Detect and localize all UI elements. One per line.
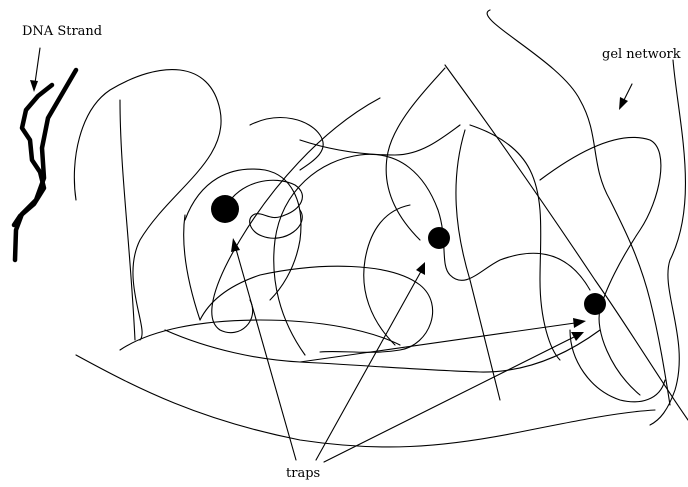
gel-fiber — [164, 329, 601, 373]
dna-strand-outline — [11, 82, 55, 228]
trap-left — [211, 195, 239, 223]
gel-fiber — [649, 59, 687, 426]
gel-fiber — [211, 97, 381, 334]
gel-fiber — [273, 153, 591, 356]
trap-pointer-left — [233, 241, 297, 461]
arrowhead — [416, 262, 425, 275]
trap-pointer-right — [323, 333, 581, 463]
gel-fiber — [249, 117, 324, 171]
gel-fiber — [455, 129, 501, 401]
gel-fiber — [199, 265, 434, 353]
pointer-arrows — [33, 47, 633, 463]
arrowhead — [571, 332, 584, 341]
gel-fiber — [183, 214, 201, 321]
gel-fiber — [539, 136, 662, 396]
arrowhead — [231, 238, 240, 252]
trap-pointer-from-fiber — [299, 321, 583, 363]
gel-fiber — [363, 204, 411, 346]
dna-strand-outline — [12, 67, 79, 263]
trap-pointer-middle — [315, 265, 425, 461]
arrowhead — [619, 97, 628, 110]
arrowhead — [573, 318, 586, 328]
gel-network-fibers — [73, 9, 688, 448]
gel-fiber — [299, 124, 461, 156]
trap-middle — [428, 227, 450, 249]
dna-strand — [11, 67, 79, 263]
gel-fiber — [73, 69, 222, 341]
gel-fiber — [569, 329, 666, 403]
gel-fiber — [385, 67, 446, 241]
gel-fiber — [184, 168, 302, 301]
gel-fiber — [469, 124, 561, 361]
traps-label: traps — [286, 466, 321, 481]
gel-network-label: gel network — [602, 47, 681, 62]
trap-right — [584, 293, 606, 315]
dna-strand-label: DNA Strand — [22, 24, 103, 39]
gel-fiber — [75, 354, 656, 448]
gel-fiber — [486, 9, 671, 406]
gel-fiber — [119, 99, 136, 341]
gel-fiber — [119, 319, 401, 351]
traps — [211, 195, 606, 315]
arrowheads — [30, 80, 628, 341]
gel-fiber — [224, 179, 303, 239]
arrowhead — [30, 80, 38, 92]
gel-fiber — [444, 64, 688, 421]
